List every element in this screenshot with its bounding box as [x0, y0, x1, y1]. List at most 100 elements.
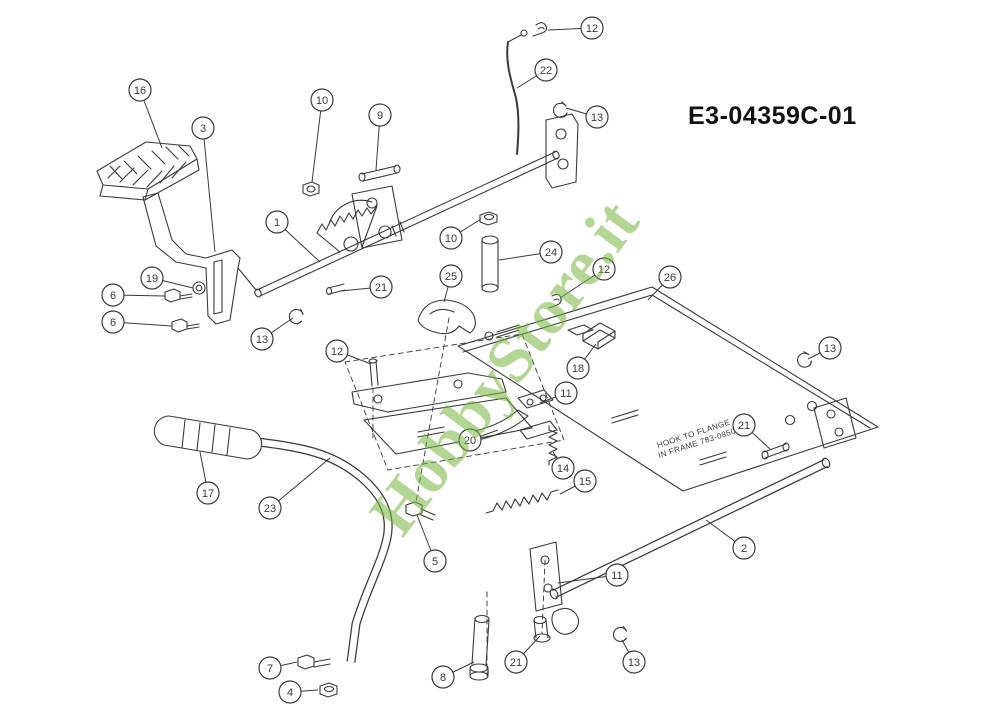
crank-assembly-part	[351, 358, 554, 455]
callout-balloon	[250, 327, 274, 351]
callout-number: 14	[557, 463, 569, 475]
shaft-bracket-left	[529, 541, 563, 612]
callout-number: 26	[664, 272, 676, 284]
e-clip-part	[797, 351, 813, 368]
callout-number: 2	[741, 543, 747, 555]
callout-number: 4	[287, 687, 293, 699]
leader-line	[202, 127, 216, 253]
callout-19: 19	[140, 266, 194, 290]
bolt-part-8	[469, 614, 490, 681]
callout-balloon	[732, 413, 756, 437]
callout-balloon	[539, 240, 563, 264]
bolt-parts-left	[164, 288, 200, 333]
callout-10: 10	[439, 218, 482, 250]
callout-number: 13	[824, 343, 836, 355]
callout-balloon	[439, 264, 463, 288]
upper-bracket-part	[545, 113, 579, 189]
callout-26: 26	[647, 265, 682, 301]
callout-13: 13	[565, 105, 609, 129]
diagram-title: E3-04359C-01	[688, 102, 857, 130]
callout-12: 12	[559, 257, 616, 299]
pedal-shaft-part	[237, 150, 560, 298]
callout-balloon	[265, 210, 289, 234]
callout-10: 10	[310, 88, 334, 183]
callout-balloon	[101, 310, 125, 334]
clevis-pin-right	[761, 442, 790, 460]
callout-balloon	[325, 339, 349, 363]
callout-number: 21	[510, 657, 522, 669]
callout-number: 24	[545, 247, 557, 259]
leader-line	[311, 99, 323, 183]
callout-balloon	[534, 58, 558, 82]
callout-balloon	[658, 265, 682, 289]
callout-balloon	[128, 78, 152, 102]
callout-13: 13	[807, 336, 842, 360]
callout-13: 13	[250, 317, 294, 351]
callout-number: 11	[560, 388, 571, 400]
callout-balloon	[585, 105, 609, 129]
callout-balloon	[258, 496, 282, 520]
callout-number: 10	[316, 95, 328, 107]
callout-number: 13	[591, 112, 603, 124]
callout-7: 7	[258, 656, 298, 680]
callout-balloon	[258, 656, 282, 680]
callout-number: 6	[110, 290, 116, 302]
e-clip-part	[288, 308, 304, 325]
callout-4: 4	[278, 680, 319, 704]
callout-number: 10	[445, 233, 457, 245]
callout-number: 23	[264, 503, 276, 515]
callout-number: 1	[274, 217, 280, 229]
spring-small-part	[548, 425, 558, 466]
callout-13: 13	[621, 639, 646, 674]
pivot-spacer-part	[479, 211, 499, 293]
callout-balloon	[278, 680, 302, 704]
callout-12: 12	[325, 339, 372, 365]
callout-number: 9	[377, 110, 383, 122]
callout-21: 21	[504, 635, 541, 674]
callout-14: 14	[551, 451, 575, 480]
callout-balloon	[140, 266, 164, 290]
spring-part	[485, 489, 559, 514]
callout-balloon	[554, 381, 578, 405]
callout-6: 6	[101, 310, 173, 334]
callout-17: 17	[196, 451, 220, 505]
callout-balloon	[191, 116, 215, 140]
callout-balloon	[818, 336, 842, 360]
callout-balloon	[369, 275, 393, 299]
callout-1: 1	[265, 210, 321, 263]
callout-balloon	[101, 283, 125, 307]
callout-number: 13	[256, 334, 268, 346]
callout-21: 21	[732, 413, 771, 450]
shaft-bracket-right	[813, 397, 857, 449]
callout-number: 22	[540, 65, 552, 77]
callout-balloon	[196, 481, 220, 505]
callout-22: 22	[516, 58, 558, 89]
callout-number: 13	[628, 657, 640, 669]
callout-balloon	[592, 257, 616, 281]
pedal-pad-part	[96, 141, 200, 201]
callout-balloon	[504, 650, 528, 674]
shoulder-pin-part	[533, 607, 580, 643]
callout-number: 12	[331, 346, 343, 358]
callout-balloon	[580, 16, 604, 40]
brake-rod-part	[506, 29, 528, 155]
bolt-part-7	[297, 654, 331, 670]
callout-balloon	[622, 650, 646, 674]
callout-balloon	[573, 469, 597, 493]
frame-plate-part	[457, 286, 879, 492]
callout-number: 18	[572, 363, 584, 375]
leader-line	[269, 457, 331, 509]
callout-2: 2	[705, 519, 756, 560]
callout-balloon	[368, 103, 392, 127]
bolt-part-5	[405, 501, 436, 521]
callout-number: 19	[146, 273, 158, 285]
callout-5: 5	[416, 514, 447, 573]
callout-number: 20	[464, 435, 476, 447]
callout-number: 21	[738, 420, 750, 432]
callout-25: 25	[439, 264, 463, 303]
cotter-pin-mid	[548, 293, 562, 309]
callout-21: 21	[340, 275, 393, 299]
callout-balloon	[566, 356, 590, 380]
callout-number: 15	[579, 476, 591, 488]
